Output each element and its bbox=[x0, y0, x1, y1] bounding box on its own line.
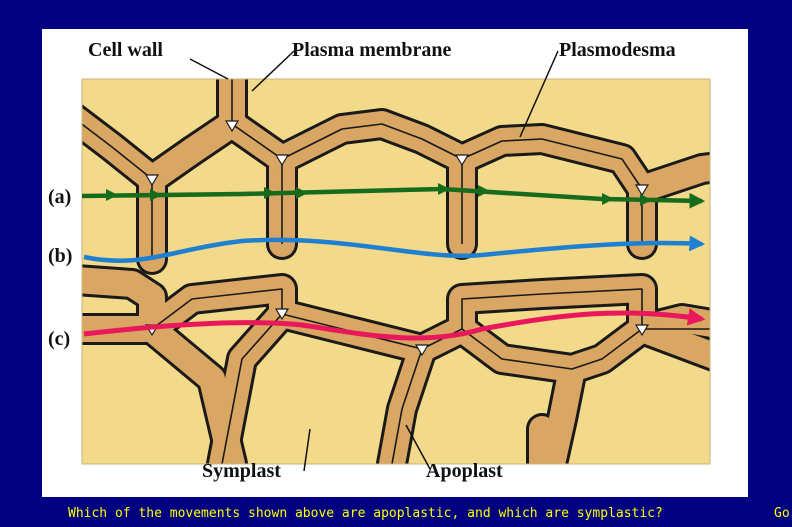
plasma-membrane-label: Plasma membrane bbox=[292, 39, 452, 61]
go-link[interactable]: Go bbox=[774, 506, 790, 521]
plasma-membrane-pointer bbox=[251, 50, 295, 92]
intercellular-space bbox=[144, 174, 160, 187]
apoplast-label: Apoplast bbox=[426, 460, 503, 482]
intercellular-space bbox=[454, 154, 470, 167]
apoplast-pointer bbox=[405, 424, 431, 470]
plasmodesma-pointer bbox=[519, 50, 559, 138]
cell-diagram bbox=[81, 50, 711, 472]
path-b-label: (b) bbox=[48, 245, 73, 267]
intercellular-space bbox=[274, 308, 290, 321]
plasmodesma-label: Plasmodesma bbox=[559, 39, 676, 61]
path-b-arrow bbox=[83, 235, 706, 263]
path-c-label: (c) bbox=[48, 328, 71, 350]
diagram-figure: Cell wall Plasma membrane Plasmodesma (a… bbox=[42, 29, 748, 497]
intercellular-space bbox=[414, 344, 430, 357]
question-caption: Which of the movements shown above are a… bbox=[68, 506, 663, 521]
cell-walls bbox=[82, 79, 710, 464]
path-a-arrowheads bbox=[106, 183, 652, 206]
intercellular-space bbox=[634, 184, 650, 197]
symplast-pointer bbox=[303, 428, 311, 472]
symplast-label: Symplast bbox=[202, 460, 281, 482]
path-c-arrow bbox=[83, 308, 706, 341]
cell-wall-pointer bbox=[189, 58, 229, 80]
intercellular-space bbox=[224, 120, 240, 133]
intercellular-space bbox=[634, 324, 650, 337]
intercellular-space bbox=[274, 154, 290, 167]
path-a-label: (a) bbox=[48, 186, 72, 208]
cell-wall-label: Cell wall bbox=[88, 39, 163, 61]
label-pointers bbox=[189, 50, 559, 472]
